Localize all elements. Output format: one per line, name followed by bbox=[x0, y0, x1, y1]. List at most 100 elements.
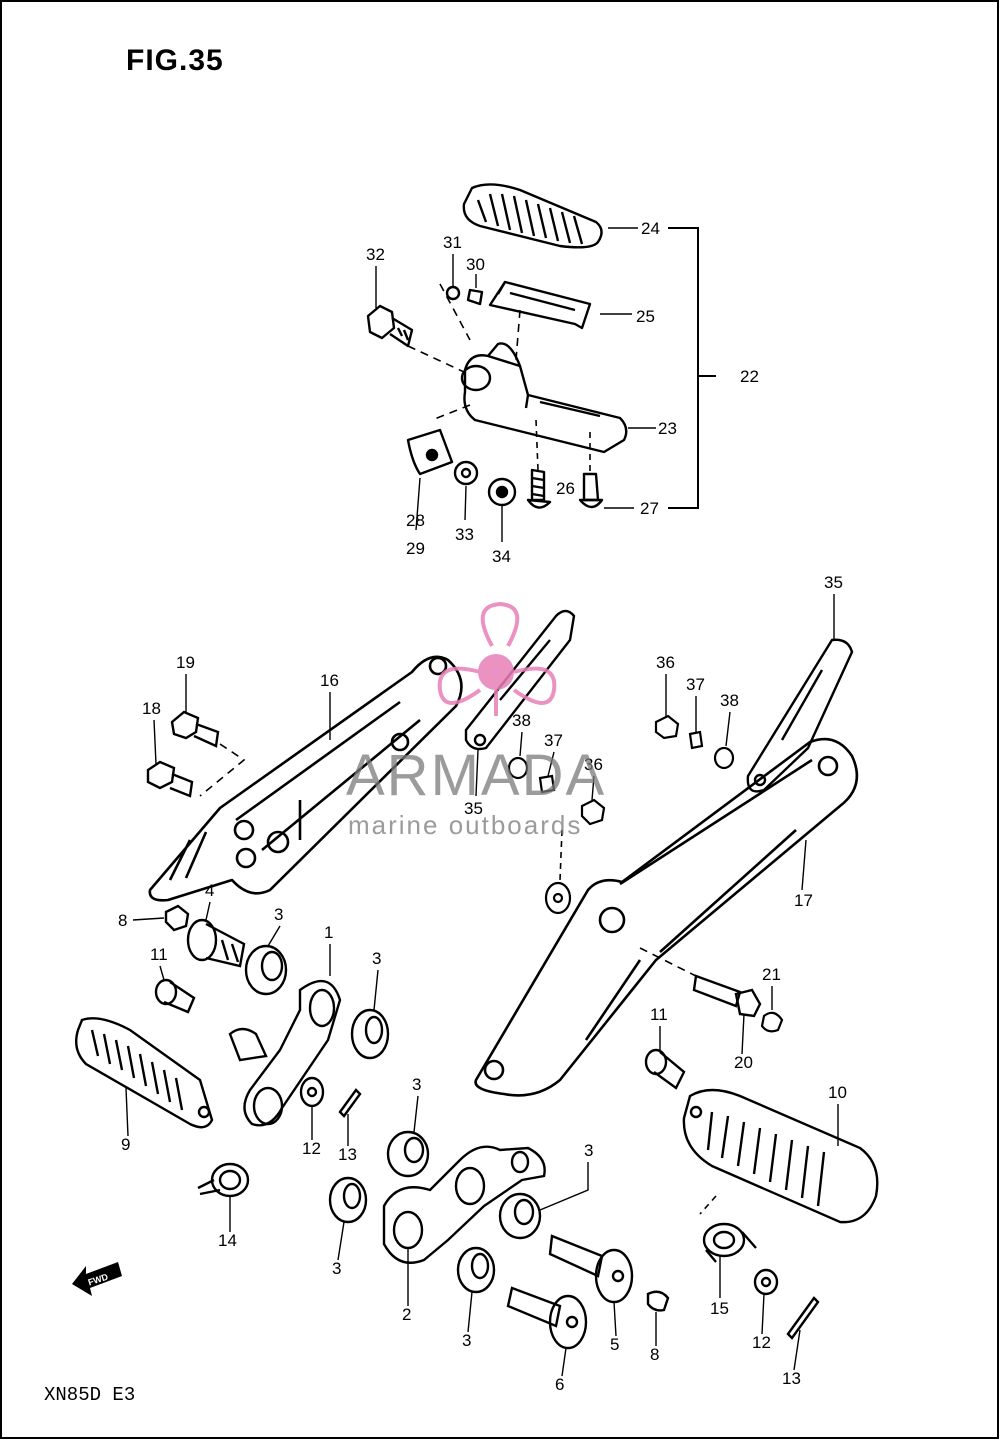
callout-37-left: 37 bbox=[544, 731, 563, 750]
callout-12-right: 12 bbox=[752, 1333, 771, 1352]
cap-21 bbox=[760, 1011, 784, 1033]
footrest-rubber-24 bbox=[462, 183, 603, 249]
bolt-19 bbox=[170, 710, 220, 748]
callout-22: 22 bbox=[740, 367, 759, 386]
figure-title: FIG.35 bbox=[126, 44, 224, 77]
callout-11-right: 11 bbox=[650, 1005, 668, 1024]
mount-bracket-35-right bbox=[746, 638, 854, 793]
callout-18: 18 bbox=[142, 699, 161, 718]
callout-3-b: 3 bbox=[372, 949, 381, 968]
footrest-bracket-16 bbox=[148, 655, 463, 902]
callout-32: 32 bbox=[366, 245, 385, 264]
bolt-32 bbox=[366, 304, 414, 348]
washer-7 bbox=[544, 881, 572, 915]
watermark-brand: ARMADA bbox=[346, 743, 607, 808]
callout-25: 25 bbox=[636, 307, 655, 326]
cotter-pin-13-right bbox=[786, 1296, 820, 1340]
assembly-bracket-22 bbox=[668, 227, 716, 509]
pin-11-right bbox=[644, 1048, 686, 1090]
callout-13-right: 13 bbox=[782, 1369, 801, 1388]
callout-21: 21 bbox=[762, 965, 781, 984]
bushing-3-d bbox=[328, 1176, 368, 1224]
callout-33: 33 bbox=[455, 525, 474, 544]
callout-9: 9 bbox=[121, 1135, 130, 1154]
callout-labels: 24 31 30 32 25 22 23 26 27 28 29 33 34 3… bbox=[118, 219, 847, 1394]
link-1 bbox=[228, 979, 342, 1127]
bushing-3-a bbox=[244, 944, 288, 996]
nut-34 bbox=[487, 477, 517, 507]
callout-27: 27 bbox=[640, 499, 659, 518]
callout-24: 24 bbox=[641, 219, 660, 238]
callout-29: 29 bbox=[406, 539, 425, 558]
callout-4: 4 bbox=[205, 881, 214, 900]
callout-8-lower: 8 bbox=[650, 1345, 659, 1364]
model-code: XN85D E3 bbox=[44, 1384, 136, 1406]
callout-19: 19 bbox=[176, 653, 195, 672]
nut-30 bbox=[466, 288, 484, 306]
callout-3-d: 3 bbox=[584, 1141, 593, 1160]
callout-17: 17 bbox=[794, 891, 813, 910]
callout-36-left: 36 bbox=[584, 755, 603, 774]
pin-4 bbox=[186, 918, 246, 968]
callout-8-upper: 8 bbox=[118, 911, 127, 930]
washer-38-left bbox=[507, 756, 529, 780]
callout-5: 5 bbox=[610, 1335, 619, 1354]
pin-11-left bbox=[154, 978, 196, 1014]
nut-36-left bbox=[580, 798, 606, 826]
pin-6 bbox=[506, 1286, 588, 1350]
callout-26: 26 bbox=[556, 479, 575, 498]
callout-15: 15 bbox=[710, 1299, 729, 1318]
washer-33 bbox=[453, 460, 479, 486]
callout-37-right: 37 bbox=[686, 675, 705, 694]
callout-14: 14 bbox=[218, 1231, 237, 1250]
nut-37-right bbox=[688, 730, 704, 750]
footrest-bracket-17 bbox=[474, 737, 859, 1097]
bushing-3-e bbox=[498, 1192, 542, 1240]
callout-12-left: 12 bbox=[302, 1139, 321, 1158]
callout-31: 31 bbox=[443, 233, 462, 252]
screw-26 bbox=[526, 468, 552, 509]
washer-12-right bbox=[753, 1268, 779, 1296]
callout-35-left: 35 bbox=[464, 799, 483, 818]
callout-16: 16 bbox=[320, 671, 339, 690]
callout-28: 28 bbox=[406, 511, 425, 530]
callout-10: 10 bbox=[828, 1083, 847, 1102]
footrest-bracket-23 bbox=[460, 342, 628, 454]
clip-28 bbox=[406, 428, 454, 476]
leader-lines bbox=[125, 254, 839, 1377]
callout-11-left: 11 bbox=[150, 945, 168, 964]
nut-36-right bbox=[654, 714, 680, 740]
callout-36-right: 36 bbox=[656, 653, 675, 672]
callout-38-left: 38 bbox=[512, 711, 531, 730]
bolt-18 bbox=[146, 760, 194, 798]
callout-3-e: 3 bbox=[332, 1259, 341, 1278]
watermark-subtitle: marine outboards bbox=[348, 810, 583, 840]
callout-6: 6 bbox=[555, 1375, 564, 1394]
footpeg-10 bbox=[682, 1088, 879, 1224]
callout-3-c: 3 bbox=[412, 1075, 421, 1094]
armada-logo-icon bbox=[437, 601, 557, 716]
bushing-3-b bbox=[350, 1008, 390, 1060]
callout-3-a: 3 bbox=[274, 905, 283, 924]
footrest-assembly-upper bbox=[366, 183, 628, 509]
callout-20: 20 bbox=[734, 1053, 753, 1072]
screw-27 bbox=[578, 472, 604, 509]
bushing-3-c bbox=[386, 1130, 430, 1178]
callout-34: 34 bbox=[492, 547, 511, 566]
washer-38-right bbox=[713, 746, 735, 770]
callout-38-right: 38 bbox=[720, 691, 739, 710]
callout-35-right-top: 35 bbox=[824, 573, 843, 592]
cotter-pin-13-left bbox=[338, 1088, 362, 1118]
footpeg-9 bbox=[75, 1017, 214, 1129]
callout-13-left: 13 bbox=[338, 1145, 357, 1164]
bushing-3-f bbox=[456, 1246, 496, 1294]
callout-23: 23 bbox=[658, 419, 677, 438]
pin-31 bbox=[445, 285, 461, 301]
callout-2: 2 bbox=[402, 1305, 411, 1324]
nut-8-lower bbox=[646, 1290, 670, 1312]
callout-30: 30 bbox=[466, 255, 485, 274]
bolt-20 bbox=[692, 974, 762, 1018]
callout-3-f: 3 bbox=[462, 1331, 471, 1350]
